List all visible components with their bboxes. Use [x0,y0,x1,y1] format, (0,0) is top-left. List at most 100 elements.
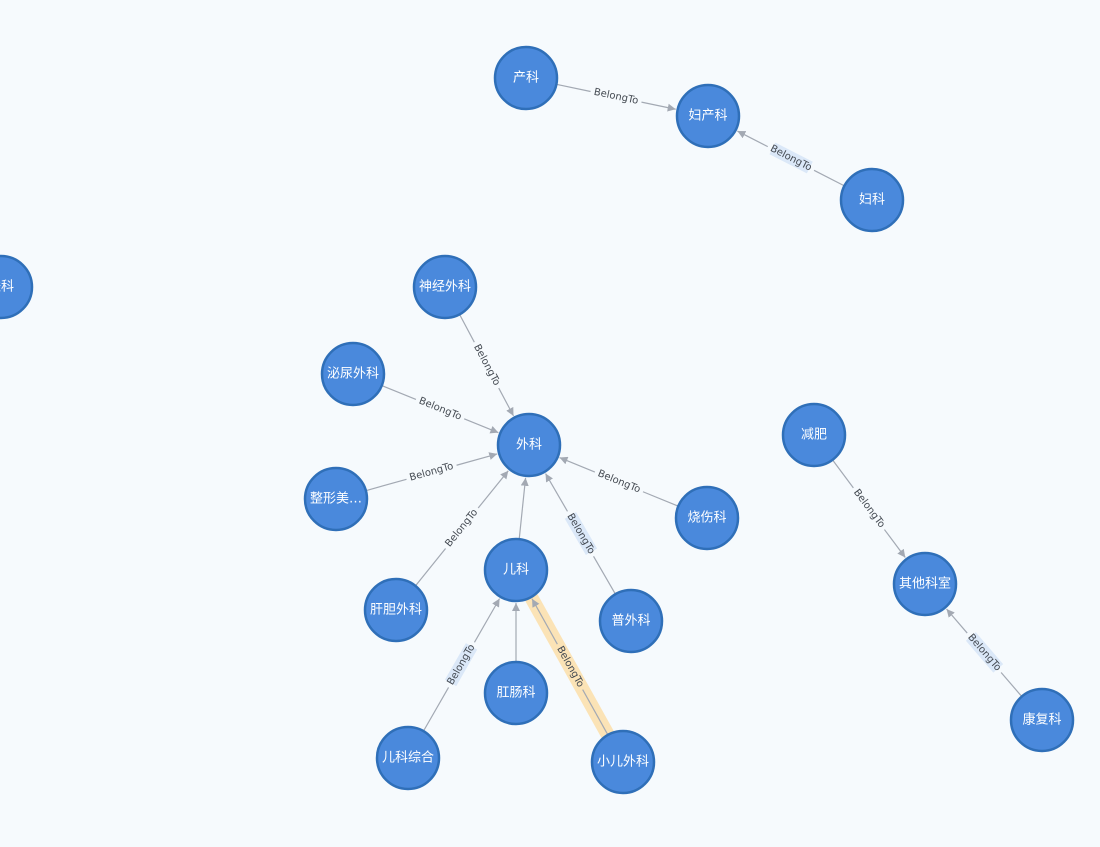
edge-shaoshang-to-waike[interactable]: BelongTo [559,456,679,507]
node-xiaoer[interactable]: 小儿外科 [590,729,656,795]
node-circle[interactable] [675,83,741,149]
edge-miniao-to-waike[interactable]: BelongTo [381,385,499,434]
edge-line [463,418,499,434]
node-shenjing[interactable]: 神经外科 [412,254,478,320]
edges-layer: BelongToBelongToBelongToBelongToBelongTo… [365,83,1023,742]
edge-line [883,529,906,558]
node-circle[interactable] [493,45,559,111]
node-circle[interactable] [839,167,905,233]
edge-label: BelongTo [471,343,502,388]
edge-label-group: BelongTo [965,632,1004,673]
edge-line [1000,672,1023,697]
edge-line [381,385,417,400]
node-qita[interactable]: 其他科室 [892,551,958,617]
edge-xiaoer-to-erke[interactable]: BelongTo [525,591,615,742]
edge-fuke-to-fuchanke[interactable]: BelongTo [737,130,845,187]
edge-line [832,459,854,489]
edge-label-group: BelongTo [444,643,478,688]
edge-line [737,130,769,148]
node-circle[interactable] [0,254,34,320]
edge-label-group: BelongTo [471,343,502,388]
edge-jianfei-to-qita[interactable]: BelongTo [832,459,906,558]
node-fuke[interactable]: 妇科 [839,167,905,233]
node-circle[interactable] [375,725,441,791]
edge-line [414,548,447,587]
node-circle[interactable] [363,577,429,643]
node-circle[interactable] [781,402,847,468]
edge-line [582,689,609,736]
edge-label: BelongTo [564,512,596,557]
edge-zhengxing-to-waike[interactable]: BelongTo [365,452,498,492]
node-circle[interactable] [483,660,549,726]
edge-chanke-to-fuchanke[interactable]: BelongTo [556,83,676,112]
node-puwai[interactable]: 普外科 [598,588,664,654]
node-circle[interactable] [303,466,369,532]
node-circle[interactable] [892,551,958,617]
edge-line [477,470,509,509]
node-kangfu[interactable]: 康复科 [1009,687,1075,753]
node-shaoshang[interactable]: 烧伤科 [674,485,740,551]
node-circle[interactable] [496,412,562,478]
edge-label-background [965,632,1004,673]
edge-line [946,608,968,634]
edge-label: BelongTo [596,468,642,495]
node-jianfei[interactable]: 减肥 [781,402,847,468]
node-circle[interactable] [590,729,656,795]
node-gangchang[interactable]: 肛肠科 [483,660,549,726]
edge-label-group: BelongTo [408,461,454,484]
edge-label: BelongTo [417,396,463,423]
edge-line [641,101,676,112]
edge-label: BelongTo [593,87,639,107]
edge-label-group: BelongTo [593,87,639,107]
edge-label-group: BelongTo [417,396,463,423]
edge-label: BelongTo [851,487,887,530]
edge-label-background [769,142,813,174]
edge-shenjing-to-waike[interactable]: BelongTo [459,314,515,417]
edge-kangfu-to-qita[interactable]: BelongTo [946,608,1023,697]
node-circle[interactable] [320,341,386,407]
edge-line [556,83,591,93]
node-fuchanke[interactable]: 妇产科 [675,83,741,149]
node-circle[interactable] [483,537,549,603]
edge-line [498,387,515,417]
node-miniao[interactable]: 泌尿外科 [320,341,386,407]
edge-line [545,473,568,512]
edge-line [559,456,596,473]
edge-line [473,598,501,643]
node-erke[interactable]: 儿科 [483,537,549,603]
node-zhengxing[interactable]: 整形美… [303,466,369,532]
edge-erke-to-waike[interactable] [518,477,529,540]
node-circle[interactable] [412,254,478,320]
edge-line [520,477,529,509]
node-circle[interactable] [598,588,664,654]
node-erkezonghe[interactable]: 儿科综合 [375,725,441,791]
edge-line [593,556,616,595]
edge-label: BelongTo [445,643,477,688]
edge-line [422,687,450,732]
node-chanke[interactable]: 产科 [493,45,559,111]
node-circle[interactable] [674,485,740,551]
edge-label-group: BelongTo [851,487,887,530]
edge-erkezonghe-to-erke[interactable]: BelongTo [422,598,501,732]
node-partial[interactable]: 肤科 [0,254,34,320]
node-circle[interactable] [1009,687,1075,753]
edge-line [518,508,523,540]
edge-label: BelongTo [408,461,454,484]
edge-label: BelongTo [443,507,480,549]
node-gandan[interactable]: 肝胆外科 [363,577,429,643]
edge-line [459,314,475,343]
edge-label-group: BelongTo [554,644,586,689]
edge-puwai-to-waike[interactable]: BelongTo [545,473,616,595]
edge-line [456,452,498,466]
edge-line [365,478,407,492]
edge-label-background [444,643,478,687]
node-waike[interactable]: 外科 [496,412,562,478]
edge-line [642,491,679,507]
edge-label-group: BelongTo [564,512,598,557]
edge-label: BelongTo [768,143,813,173]
edge-label-group: BelongTo [443,507,480,549]
edge-label: BelongTo [554,644,586,689]
edge-line [813,169,845,187]
edge-label: BelongTo [965,632,1003,673]
